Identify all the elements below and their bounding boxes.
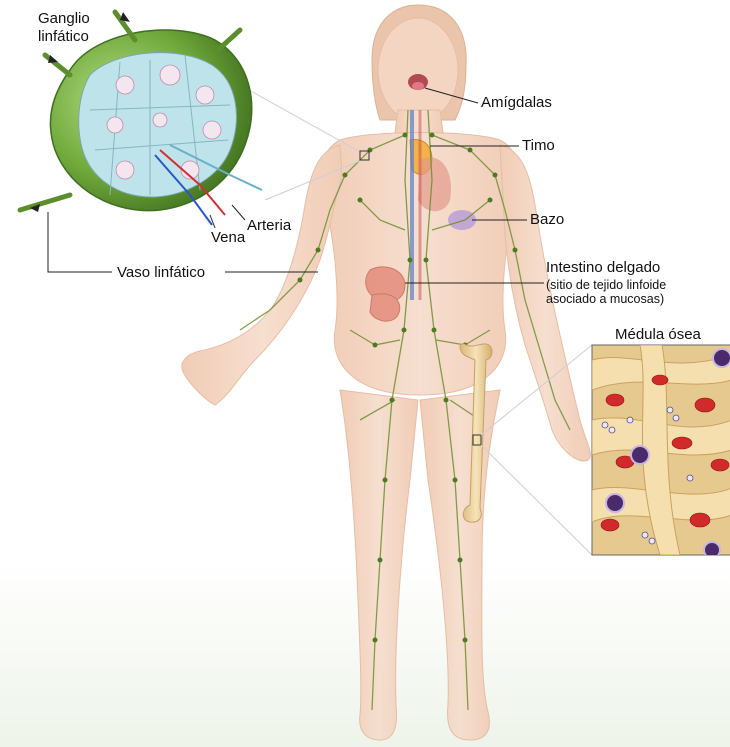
- label-medula-osea: Médula ósea: [615, 326, 701, 343]
- spleen: [448, 210, 476, 230]
- label-vaso-linfatico: Vaso linfático: [117, 264, 205, 281]
- label-timo: Timo: [522, 137, 555, 154]
- label-vena: Vena: [211, 229, 245, 246]
- label-amigdalas: Amígdalas: [481, 94, 552, 111]
- label-arteria: Arteria: [247, 217, 291, 234]
- label-intestino-sub-1: (sitio de tejido linfoide: [546, 278, 666, 292]
- label-ganglio-linfatico-1: Ganglio: [38, 10, 90, 27]
- label-bazo: Bazo: [530, 211, 564, 228]
- label-ganglio-linfatico-2: linfático: [38, 28, 89, 45]
- label-intestino-delgado: Intestino delgado: [546, 259, 660, 276]
- label-intestino-sub-2: asociado a mucosas): [546, 292, 664, 306]
- small-intestine: [366, 267, 405, 321]
- bone-marrow-inset: [592, 345, 730, 558]
